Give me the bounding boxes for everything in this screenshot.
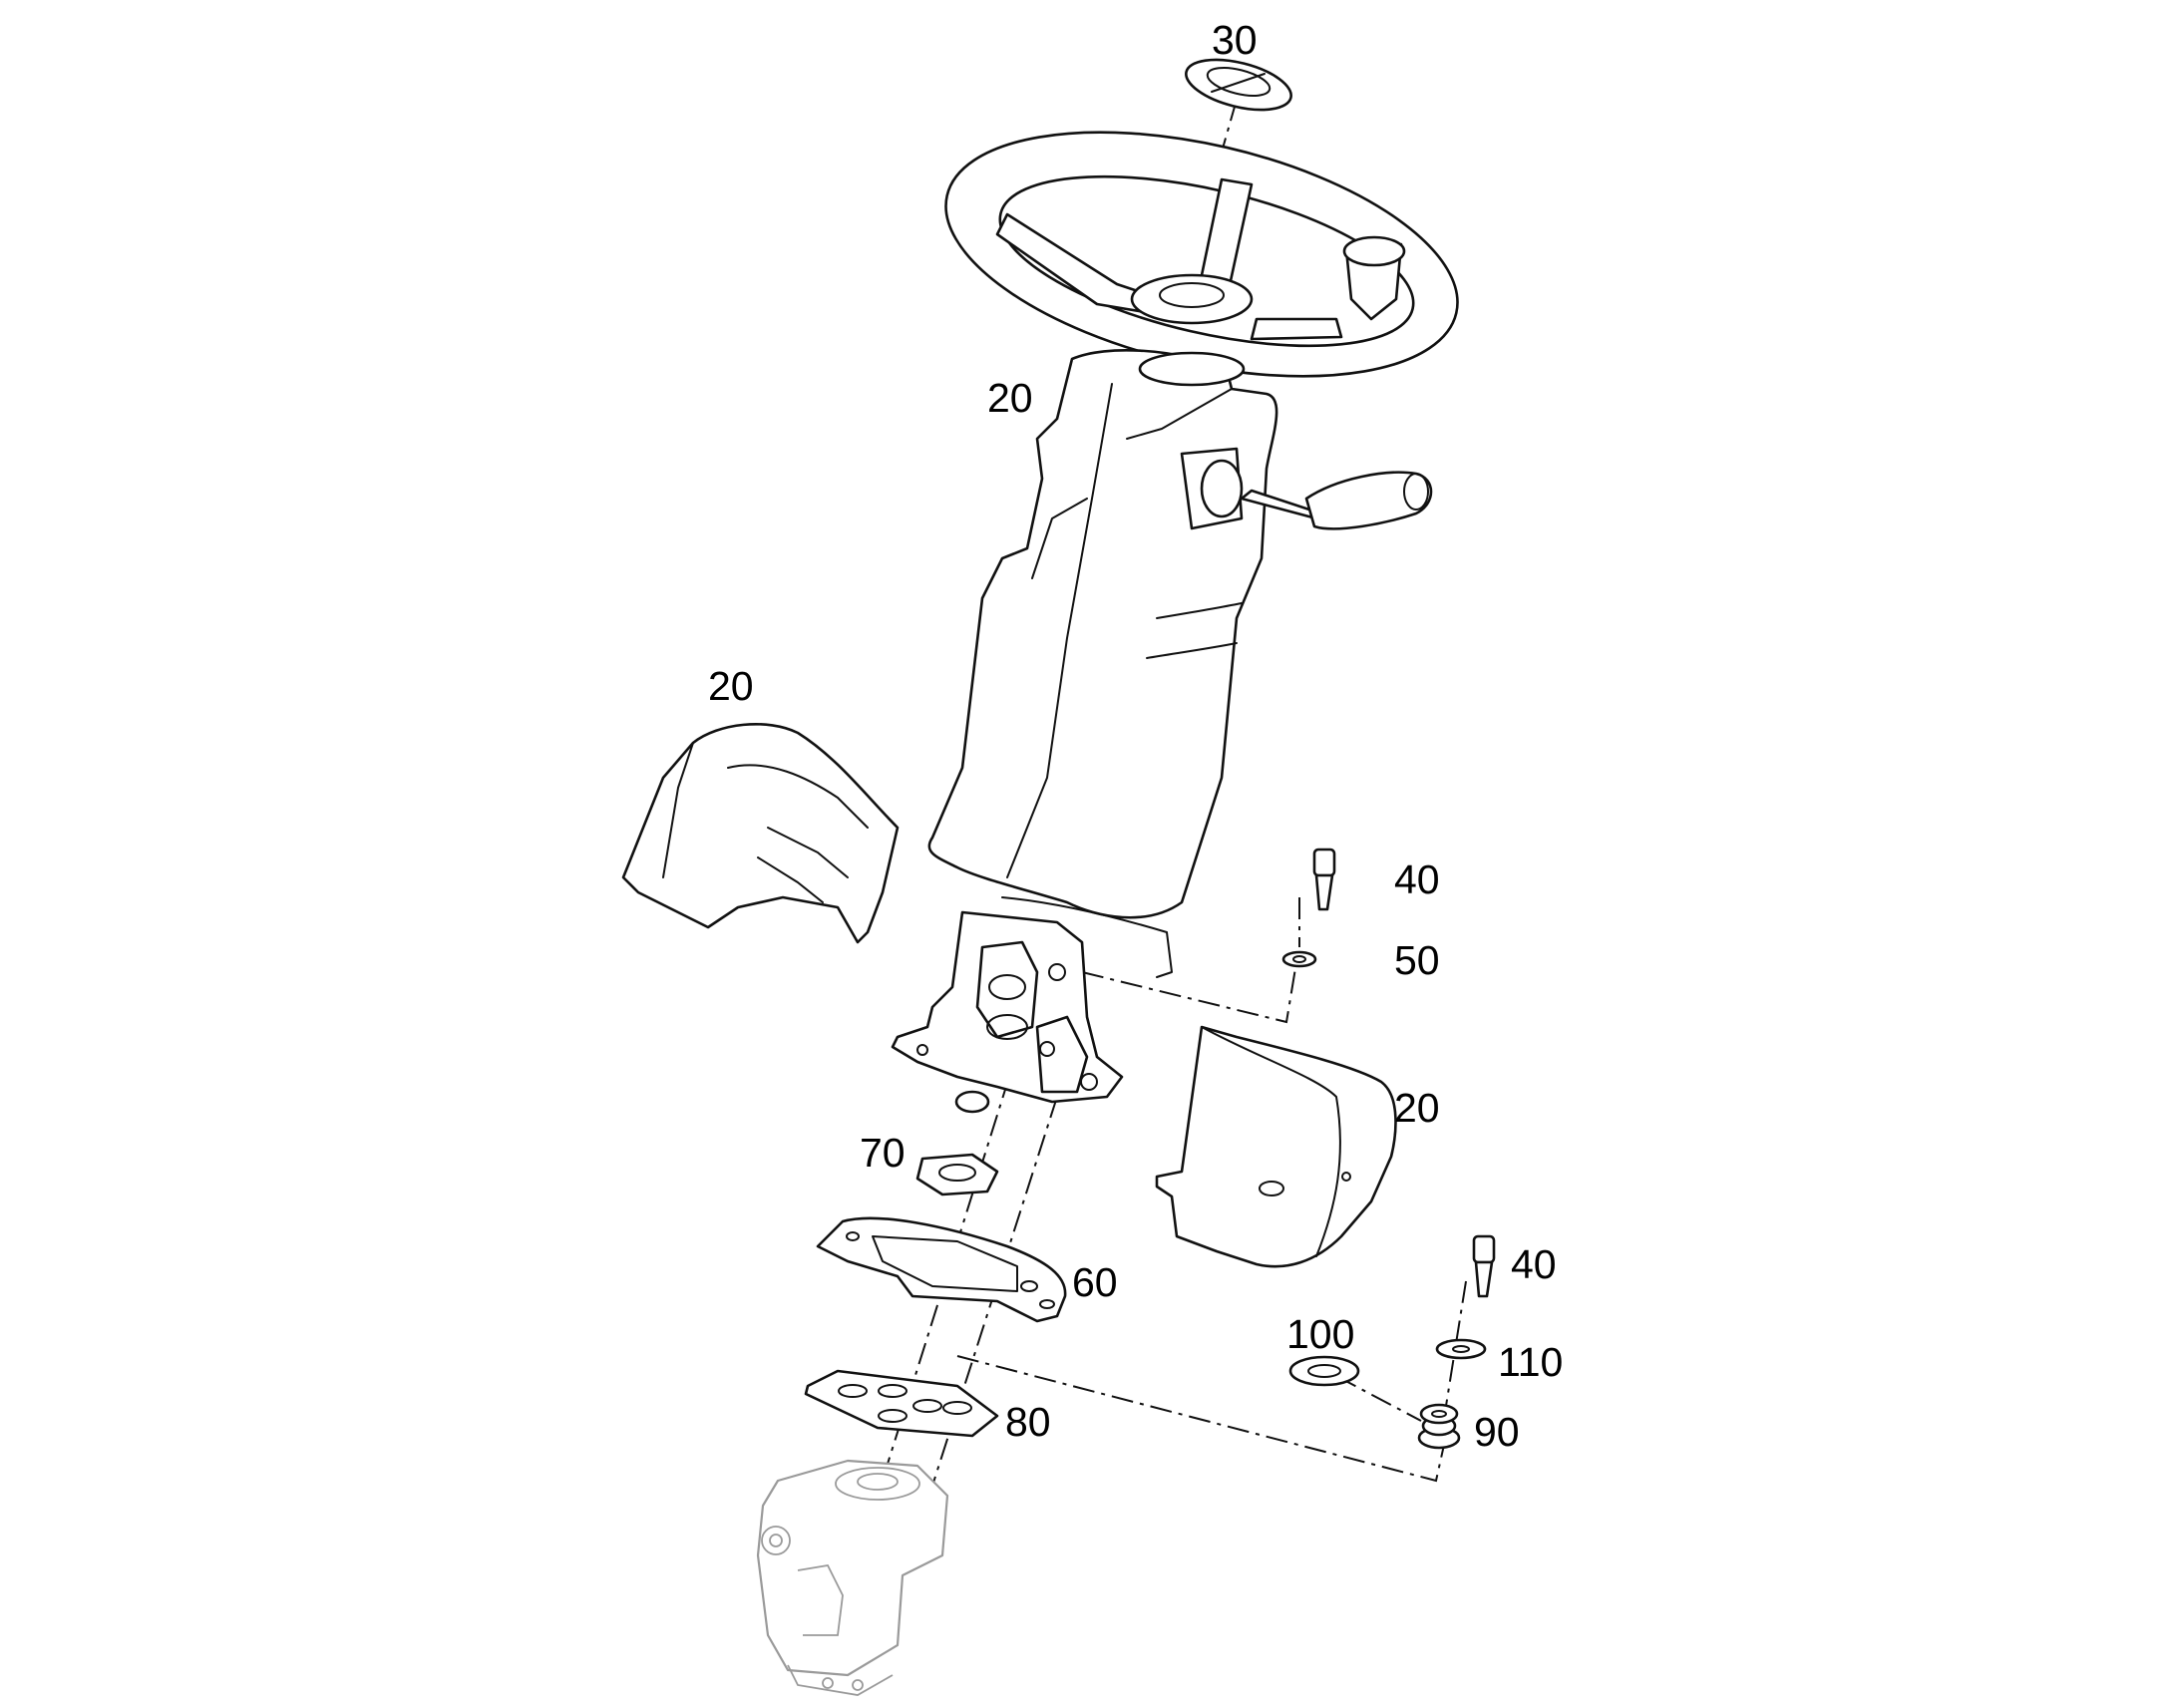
label-110: 110 [1498, 1339, 1563, 1385]
column-housing[interactable] [927, 348, 1433, 978]
label-70: 70 [860, 1130, 906, 1176]
steering-pump-unit [756, 1459, 949, 1696]
upper-bolt[interactable] [1312, 848, 1336, 911]
rubber-bushing[interactable] [1417, 1403, 1461, 1450]
left-lower-cover[interactable] [621, 723, 900, 944]
label-40-lower: 40 [1511, 1241, 1557, 1287]
label-50: 50 [1394, 937, 1440, 983]
gasket-plate[interactable] [816, 1216, 1067, 1323]
horn-cap[interactable] [1181, 51, 1295, 120]
label-20-left-cover: 20 [708, 663, 754, 709]
lower-bolt[interactable] [1472, 1234, 1496, 1298]
label-80: 80 [1005, 1399, 1051, 1445]
label-100: 100 [1286, 1311, 1354, 1357]
label-40-upper: 40 [1394, 856, 1440, 902]
tilt-bracket-assembly[interactable] [891, 910, 1124, 1114]
hex-nut[interactable] [915, 1153, 999, 1196]
adapter-plate[interactable] [804, 1369, 999, 1438]
upper-washer[interactable] [1281, 950, 1317, 968]
flat-washer[interactable] [1288, 1355, 1360, 1387]
steering-wheel[interactable] [922, 89, 1481, 420]
label-20-right-cover: 20 [1394, 1085, 1440, 1131]
label-90: 90 [1474, 1409, 1520, 1455]
label-60: 60 [1072, 1259, 1118, 1305]
lower-small-washer[interactable] [1435, 1338, 1487, 1360]
right-lower-cover[interactable] [1155, 1025, 1397, 1268]
label-30: 30 [1212, 17, 1258, 63]
part-labels: 30 20 20 40 50 20 70 60 40 100 110 80 90 [708, 17, 1563, 1455]
label-20-column: 20 [987, 375, 1033, 421]
